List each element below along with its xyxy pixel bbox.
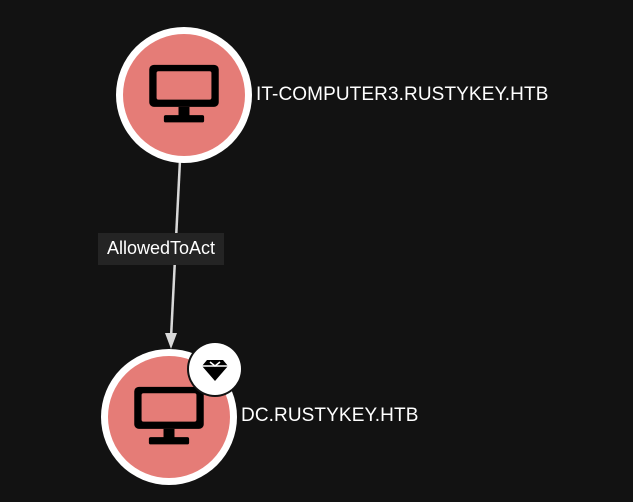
edge-label-allowedtoact[interactable]: AllowedToAct xyxy=(98,233,225,265)
edge-arrowhead xyxy=(165,333,177,349)
computer-icon xyxy=(149,64,219,123)
gem-icon xyxy=(202,360,228,381)
node-fill xyxy=(123,34,245,156)
node-it-computer3[interactable] xyxy=(116,27,252,163)
node-label-dc: DC.RUSTYKEY.HTB xyxy=(241,405,419,426)
high-value-badge xyxy=(189,343,241,395)
computer-icon xyxy=(134,386,204,445)
node-label-it-computer3: IT-COMPUTER3.RUSTYKEY.HTB xyxy=(256,84,549,105)
node-dc[interactable] xyxy=(101,349,237,485)
